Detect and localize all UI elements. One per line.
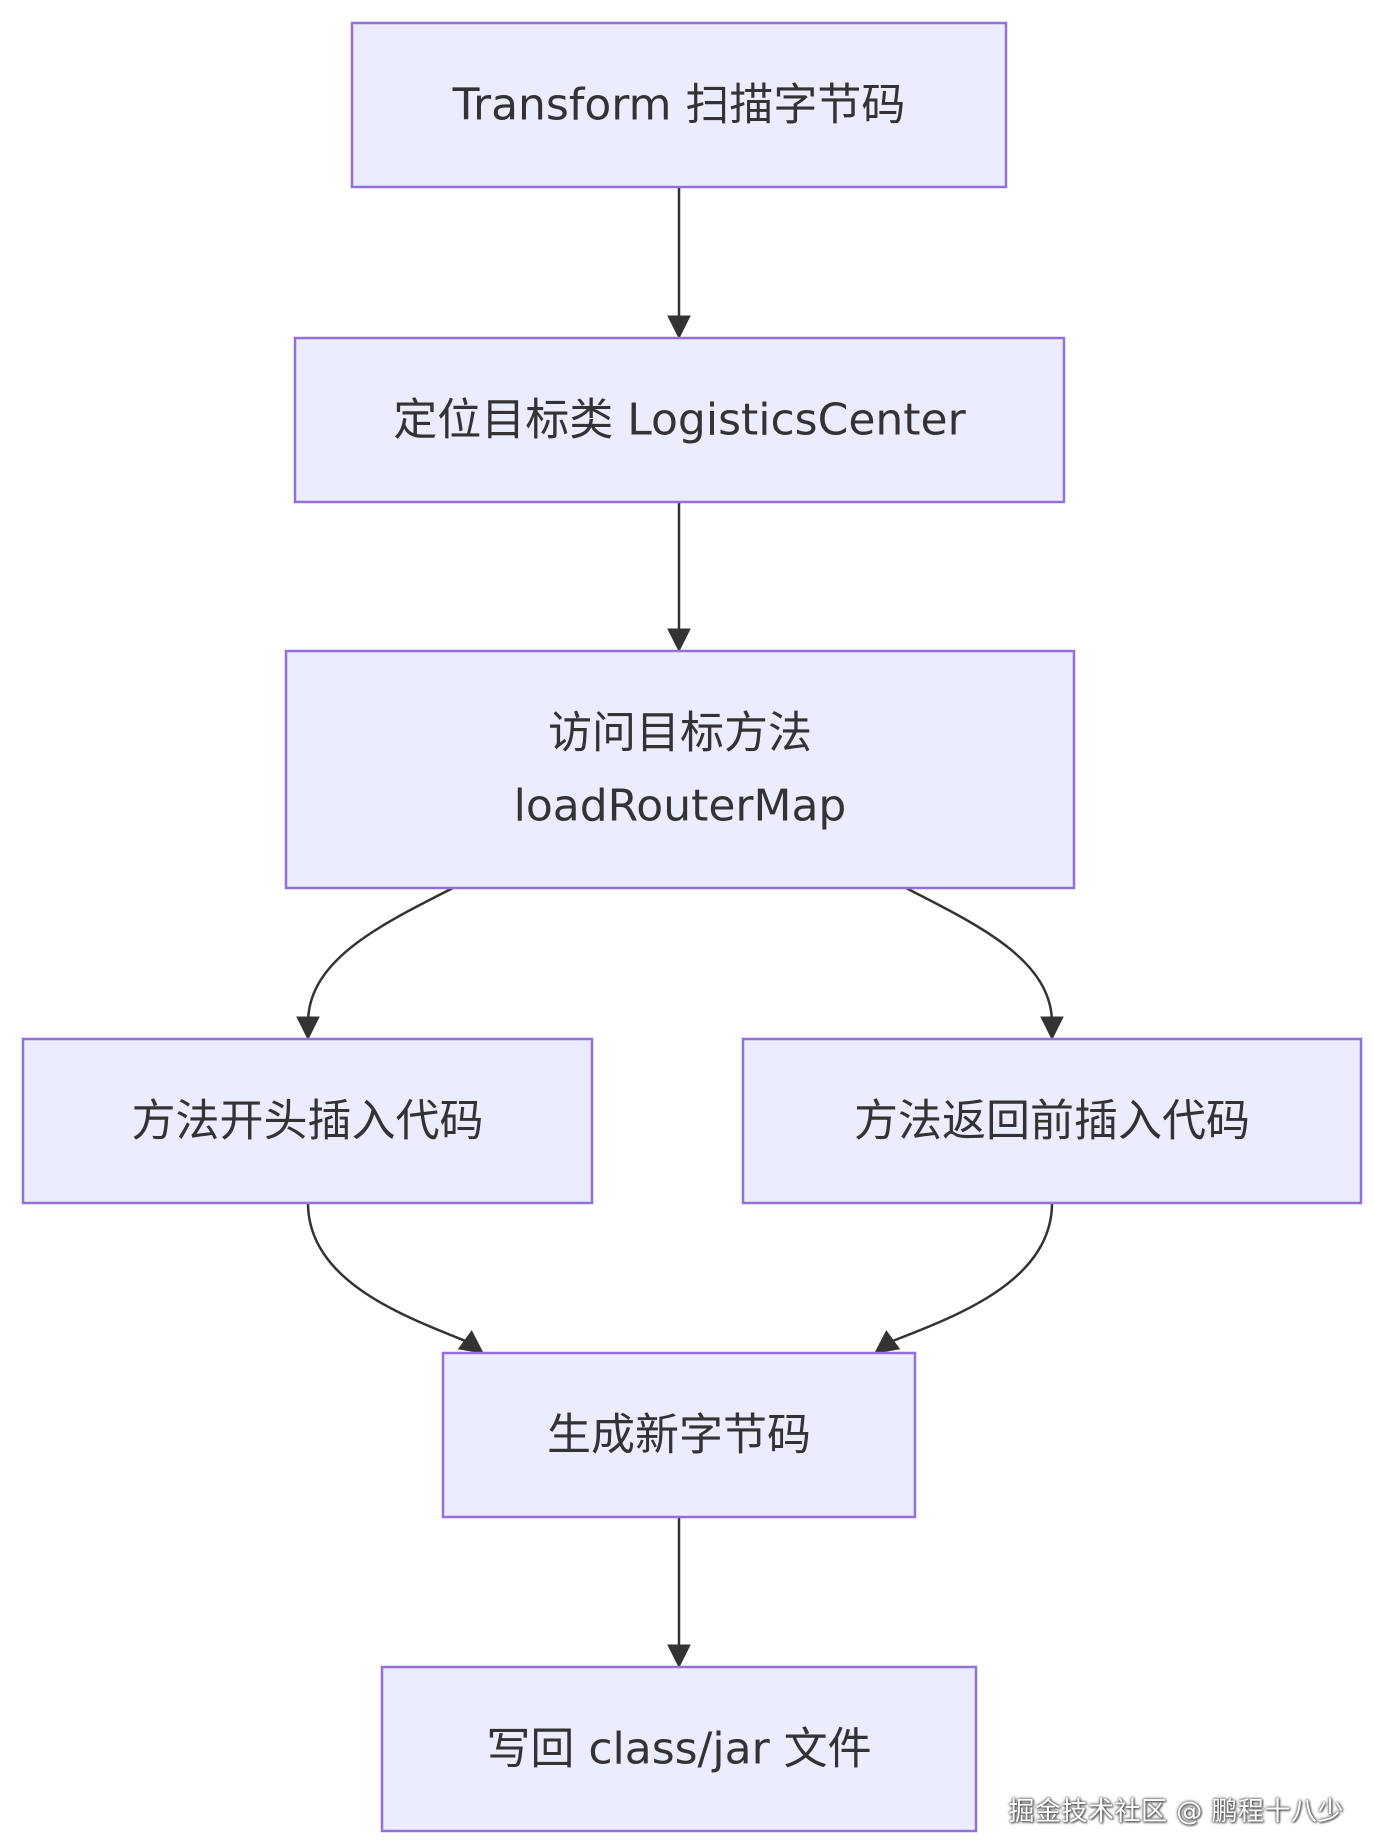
edge-line (905, 886, 1054, 1024)
arrowhead-icon (667, 628, 691, 653)
arrowhead-icon (457, 1330, 484, 1354)
edges-layer (296, 187, 1064, 1669)
node-label: 方法返回前插入代码 (854, 1096, 1250, 1147)
node-label: 定位目标类 LogisticsCenter (393, 395, 966, 446)
node-label: 访问目标方法 (548, 708, 812, 759)
node-box (284, 649, 1076, 890)
node-transform-scan: Transform 扫描字节码 (350, 21, 1008, 189)
node-box (380, 1665, 978, 1833)
node-box (293, 336, 1066, 504)
arrowhead-icon (667, 315, 691, 340)
edge-line (306, 886, 454, 1024)
node-label: 生成新字节码 (547, 1410, 811, 1461)
node-box (441, 1351, 917, 1519)
watermark-text: 掘金技术社区 @ 鹏程十八少 (1008, 1797, 1344, 1827)
edge-line (306, 1202, 469, 1344)
node-label: 写回 class/jar 文件 (486, 1724, 871, 1775)
node-write-back: 写回 class/jar 文件 (380, 1665, 978, 1833)
node-insert-return: 方法返回前插入代码 (741, 1037, 1363, 1205)
node-label: Transform 扫描字节码 (452, 80, 906, 131)
arrowhead-icon (874, 1330, 901, 1354)
edge-visit-method-to-insert-start (296, 886, 454, 1041)
node-insert-start: 方法开头插入代码 (21, 1037, 594, 1205)
arrowhead-icon (296, 1016, 320, 1041)
edge-visit-method-to-insert-return (905, 886, 1064, 1041)
edge-locate-class-to-visit-method (667, 502, 691, 653)
node-box (350, 21, 1008, 189)
edge-insert-return-to-generate-bytecode (874, 1202, 1054, 1354)
node-locate-class: 定位目标类 LogisticsCenter (293, 336, 1066, 504)
arrowhead-icon (667, 1644, 691, 1669)
edge-insert-start-to-generate-bytecode (306, 1202, 484, 1354)
node-generate-bytecode: 生成新字节码 (441, 1351, 917, 1519)
node-visit-method: 访问目标方法 loadRouterMap (284, 649, 1076, 890)
node-label: loadRouterMap (514, 781, 847, 832)
arrowhead-icon (1040, 1016, 1064, 1041)
edge-transform-scan-to-locate-class (667, 187, 691, 340)
edge-line (889, 1202, 1054, 1344)
edge-generate-bytecode-to-write-back (667, 1517, 691, 1669)
node-label: 方法开头插入代码 (132, 1096, 484, 1147)
node-box (741, 1037, 1363, 1205)
node-box (21, 1037, 594, 1205)
